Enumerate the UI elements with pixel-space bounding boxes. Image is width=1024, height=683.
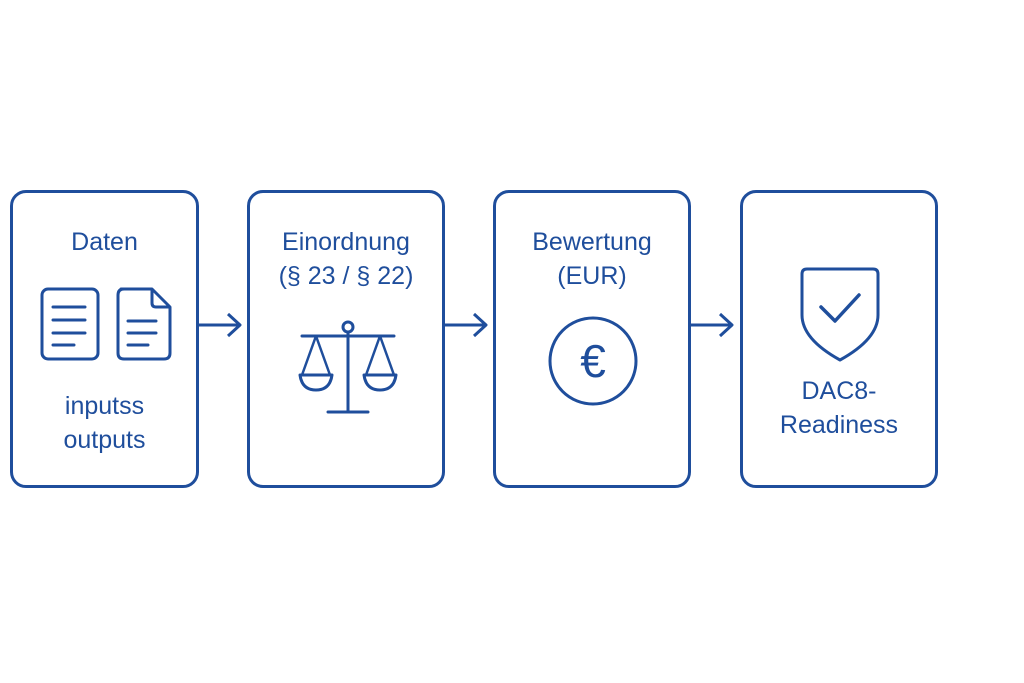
euro-circle-icon: €: [547, 315, 639, 407]
arrow-right-icon: [199, 309, 245, 341]
step-bewertung-title-line2: (EUR): [557, 262, 627, 290]
step-bewertung-title-line1: Bewertung: [532, 228, 652, 256]
document-lines-icon: [40, 287, 100, 361]
step-dac8-label-line1: DAC8-: [801, 377, 877, 405]
step-bewertung-box: Bewertung (EUR) €: [493, 190, 691, 488]
step-daten-title: Daten: [71, 228, 138, 256]
step-daten-box: Daten inputss outputs: [10, 190, 199, 488]
step-daten-subtitle-line1: inputss: [64, 392, 145, 420]
arrow-right-icon: [691, 309, 737, 341]
euro-glyph: €: [580, 335, 606, 387]
step-einordnung-title-line2: (§ 23 / § 22): [278, 262, 414, 290]
arrow-right-icon: [445, 309, 491, 341]
scales-icon: [296, 319, 400, 417]
step-dac8-box: DAC8- Readiness: [740, 190, 938, 488]
shield-check-icon: [799, 265, 881, 363]
step-dac8-label-line2: Readiness: [779, 411, 899, 439]
step-einordnung-box: Einordnung (§ 23 / § 22): [247, 190, 445, 488]
step-einordnung-title-line1: Einordnung: [282, 228, 410, 256]
step-daten-subtitle-line2: outputs: [63, 426, 146, 454]
document-folded-icon: [116, 287, 172, 361]
